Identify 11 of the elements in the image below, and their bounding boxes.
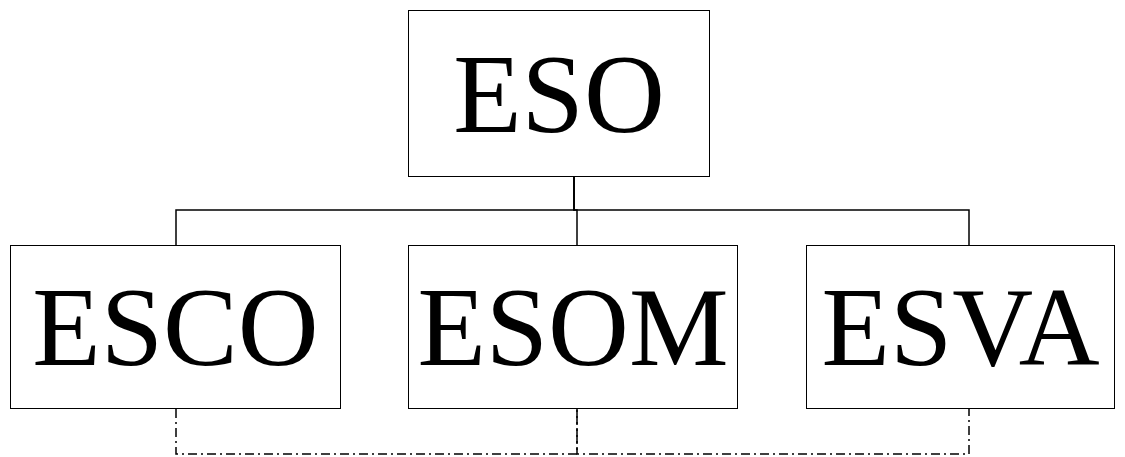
unit-name: ESO <box>453 37 665 150</box>
unit-name: ESOM <box>417 271 729 383</box>
unit-name: ESCO <box>32 271 319 383</box>
unit-name: ESVA <box>821 271 1100 383</box>
org-box <box>10 245 341 409</box>
org-box <box>806 245 1115 409</box>
dash-dot-connector <box>175 408 578 455</box>
connector-line <box>573 176 970 246</box>
org-box <box>408 10 710 177</box>
dash-dot-connector <box>576 408 970 455</box>
org-box <box>408 245 738 409</box>
